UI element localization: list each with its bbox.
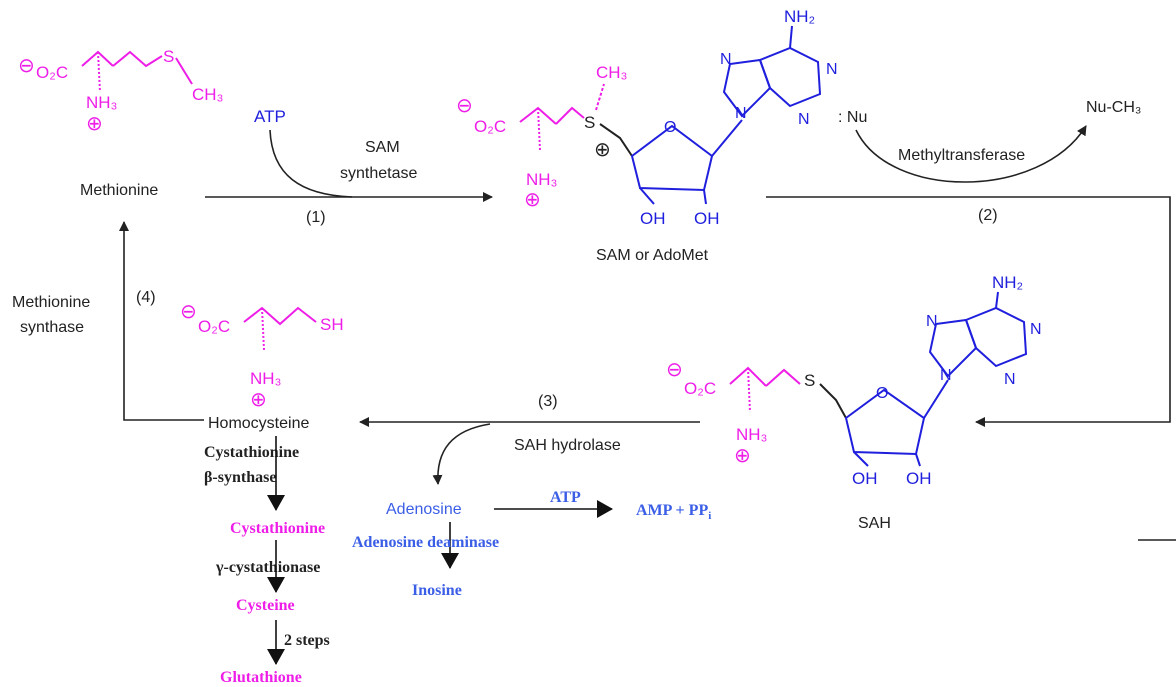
sam-n1: N — [826, 61, 838, 78]
nucleophile-reagent: : Nu — [838, 109, 867, 126]
sam-hydroxyl-2: OH — [640, 209, 666, 228]
methionine-synthase-label-2: synthase — [20, 319, 84, 336]
adenosine-label: Adenosine — [386, 501, 462, 518]
sah-n9: N — [940, 367, 952, 384]
methionine-sulfur: S — [163, 47, 174, 66]
homocysteine-label: Homocysteine — [208, 415, 309, 432]
sam-hydroxyl-3: OH — [694, 209, 720, 228]
sah-hydroxyl-2: OH — [852, 469, 878, 488]
step-4-label: (4) — [136, 289, 156, 306]
sah-amine: NH₂ — [992, 273, 1023, 292]
sam-amine: NH₂ — [784, 7, 815, 26]
sam-anion: ⊖ — [456, 95, 473, 117]
sam-structure: ⊖ O₂C NH₃ ⊕ S ⊕ CH₃ O OH OH NH₂ N N N N — [456, 7, 838, 228]
methionine-methyl: CH₃ — [192, 85, 223, 104]
sam-cation-n: ⊕ — [524, 189, 541, 211]
sah-label: SAH — [858, 515, 891, 532]
sam-sulfonium-charge: ⊕ — [594, 139, 611, 161]
sah-cation: ⊕ — [734, 445, 751, 467]
sah-hydroxyl-3: OH — [906, 469, 932, 488]
sam-label: SAM or AdoMet — [596, 247, 709, 264]
atp-branch-label: ATP — [550, 489, 581, 506]
sam-n9: N — [735, 105, 747, 122]
homocysteine-structure: ⊖ O₂C NH₃ ⊕ SH — [180, 301, 344, 411]
sam-synthetase-label-1: SAM — [365, 139, 400, 156]
amp-ppi-label: AMP + PPi — [636, 502, 711, 522]
methionine-label: Methionine — [80, 182, 158, 199]
step-2-label: (2) — [978, 207, 998, 224]
sah-structure: ⊖ O₂C NH₃ ⊕ S O OH OH NH₂ N N N N — [666, 273, 1042, 488]
sah-carboxylate: O₂C — [684, 379, 716, 398]
cbs-label-2: β-synthase — [204, 469, 276, 486]
step-3-label: (3) — [538, 393, 558, 410]
sam-sulfur: S — [584, 113, 595, 132]
homocysteine-ammonium: NH₃ — [250, 369, 281, 388]
sam-n7: N — [720, 51, 732, 68]
reaction-arrow-4 — [119, 221, 204, 421]
cbs-label-1: Cystathionine — [204, 444, 299, 461]
inosine-label: Inosine — [412, 582, 462, 599]
sam-methyl: CH₃ — [596, 63, 627, 82]
sam-synthetase-label-2: synthetase — [340, 165, 417, 182]
sam-ammonium: NH₃ — [526, 170, 557, 189]
homocysteine-thiol: SH — [320, 315, 344, 334]
sah-ammonium: NH₃ — [736, 425, 767, 444]
sam-n3: N — [798, 111, 810, 128]
cysteine-label: Cysteine — [236, 597, 295, 614]
methylated-product: Nu-CH₃ — [1086, 99, 1141, 116]
glutathione-label: Glutathione — [220, 669, 302, 686]
amp-ppi-subscript: i — [708, 510, 711, 522]
amp-ppi-main: AMP + PP — [636, 502, 708, 519]
sah-hydrolase-label: SAH hydrolase — [514, 437, 621, 454]
sah-ring-oxygen: O — [876, 385, 888, 402]
sah-sulfur: S — [804, 371, 815, 390]
methionine-synthase-label-1: Methionine — [12, 294, 90, 311]
atp-reagent: ATP — [254, 107, 286, 126]
sah-n7: N — [926, 313, 938, 330]
reaction-arrow-2 — [766, 196, 1171, 427]
sah-n3: N — [1004, 371, 1016, 388]
homocysteine-carboxylate: O₂C — [198, 317, 230, 336]
homocysteine-anion: ⊖ — [180, 301, 197, 323]
cgl-label: γ-cystathionase — [215, 559, 320, 576]
methionine-structure: ⊖ O₂C NH₃ ⊕ S CH₃ — [18, 47, 223, 135]
methionine-ammonium: NH₃ — [86, 93, 117, 112]
cystathionine-label: Cystathionine — [230, 520, 325, 537]
methionine-anion: ⊖ — [18, 55, 35, 77]
adenosine-deaminase-label: Adenosine deaminase — [352, 534, 499, 551]
sam-carboxylate: O₂C — [474, 117, 506, 136]
sam-ring-oxygen: O — [664, 119, 676, 136]
methionine-carboxylate: O₂C — [36, 63, 68, 82]
step-1-label: (1) — [306, 209, 326, 226]
two-steps-label: 2 steps — [284, 632, 330, 649]
methionine-cation: ⊕ — [86, 113, 103, 135]
sah-anion: ⊖ — [666, 359, 683, 381]
homocysteine-cation: ⊕ — [250, 389, 267, 411]
methyltransferase-label: Methyltransferase — [898, 147, 1025, 164]
sah-n1: N — [1030, 321, 1042, 338]
